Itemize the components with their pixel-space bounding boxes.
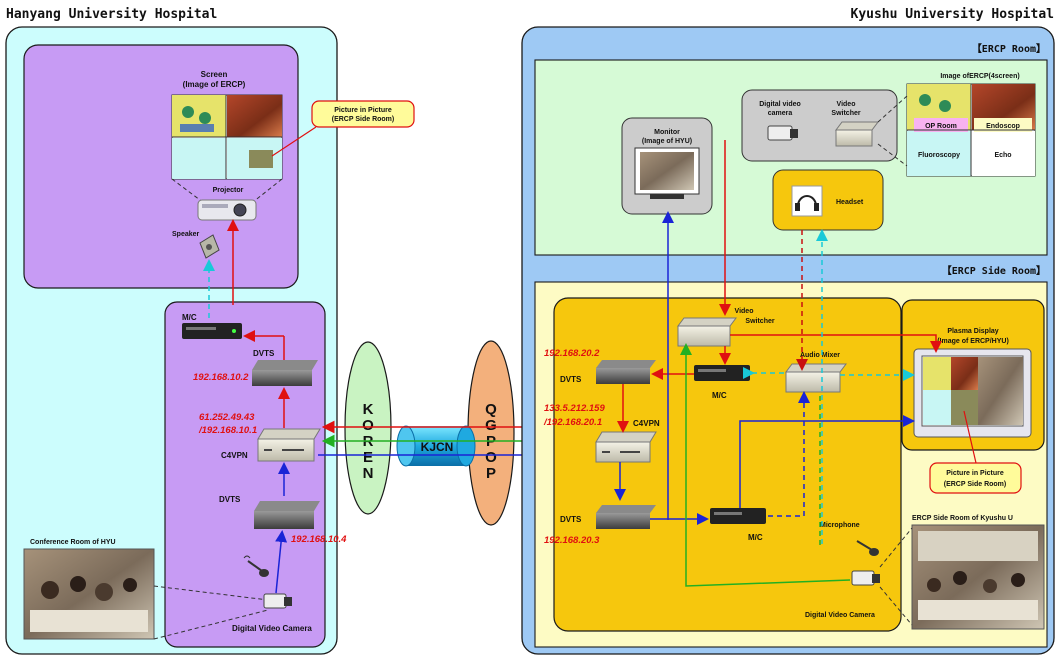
screen-sublabel: (Image of ERCP)	[183, 80, 246, 89]
plasma-label: Plasma Display	[947, 328, 998, 335]
hyu-title: Hanyang University Hospital	[6, 7, 217, 22]
kyushu-c4vpn-ip-2: /192.168.20.1	[543, 417, 602, 428]
endoscope-label: Endoscop	[986, 123, 1020, 130]
speaker-icon	[199, 234, 220, 259]
side-switcher-sublabel: Switcher	[745, 318, 774, 325]
hyu-c4vpn-ip-2: /192.168.10.1	[198, 425, 257, 436]
kyushu-pip-sublabel: (ERCP Side Room)	[944, 481, 1007, 488]
hyu-camera-label: Digital Video Camera	[232, 624, 312, 633]
svg-text:G: G	[485, 417, 497, 434]
kyushu-camera-label: Digital Video Camera	[805, 612, 875, 619]
side-room-photo	[911, 524, 1045, 630]
kyushu-c4vpn-label: C4VPN	[633, 419, 660, 428]
svg-text:K: K	[363, 401, 374, 418]
kyushu-dvts-bottom-label: DVTS	[560, 515, 582, 524]
hyu-dvts-top-label: DVTS	[253, 349, 275, 358]
hyu-connections	[203, 219, 290, 594]
hyu-c4vpn-device	[257, 428, 321, 462]
hyu-pip-sublabel: (ERCP Side Room)	[332, 116, 395, 123]
kyushu-dvts-top-device	[596, 360, 656, 384]
monitor-icon	[634, 147, 700, 199]
hyu-mc-label: M/C	[182, 313, 197, 322]
kyushu-microphone-icon	[856, 540, 879, 556]
hyu-mc-device	[182, 323, 242, 339]
hyu-screen-image	[171, 94, 283, 180]
kyushu-camera-icon	[851, 570, 880, 586]
dv-camera-label: Digital video	[759, 101, 801, 108]
hyu-dvts-bottom-ip: 192.168.10.4	[291, 534, 347, 545]
fluoroscopy-label: Fluoroscopy	[918, 152, 960, 159]
plasma-sublabel: (Image of ERCP/HYU)	[937, 338, 1009, 345]
svg-text:N: N	[363, 465, 374, 482]
hyu-c4vpn-label: C4VPN	[221, 451, 248, 460]
kyushu-pip-callout	[929, 462, 1022, 494]
kyushu-dvts-bottom-device	[596, 505, 656, 529]
kyushu-c4vpn-ip-1: 133.5.212.159	[544, 403, 605, 414]
svg-text:O: O	[362, 417, 374, 434]
screen-label: Screen	[201, 70, 228, 79]
kyushu-dvts-top-label: DVTS	[560, 375, 582, 384]
side-room-equipment-area	[553, 297, 902, 632]
hyu-microphone-icon	[243, 555, 269, 577]
kjcn-label: KJCN	[421, 440, 454, 454]
hyu-pip-label: Picture in Picture	[334, 107, 392, 114]
ercp-4screen-image	[906, 83, 1036, 177]
svg-text:E: E	[363, 449, 373, 466]
hyu-pip-callout	[311, 100, 415, 128]
video-switcher-sublabel: Switcher	[831, 110, 860, 117]
audio-mixer-icon	[785, 363, 847, 393]
headset-box	[772, 169, 884, 231]
ercp-side-room-title: 【ERCP Side Room】	[942, 264, 1046, 277]
monitor-sublabel: (Image of HYU)	[642, 138, 692, 145]
kyushu-connections	[614, 140, 942, 587]
side-switcher-icon	[677, 317, 737, 347]
ercp-switcher-icon	[835, 121, 879, 147]
audio-mixer-label: Audio Mixer	[800, 352, 840, 359]
side-room-photo-label: ERCP Side Room of Kyushu U	[912, 515, 1013, 522]
speaker-label: Speaker	[172, 231, 200, 238]
kyushu-dvts-bottom-ip: 192.168.20.3	[544, 535, 600, 546]
hyu-dvts-bottom-device	[254, 501, 320, 529]
hyu-dvts-top-device	[252, 360, 318, 386]
kjcn-tube	[396, 425, 476, 467]
kyushu-mc-bottom-device	[710, 508, 766, 524]
headset-label: Headset	[836, 199, 864, 206]
svg-text:O: O	[485, 449, 497, 466]
kyushu-mc-bottom-label: M/C	[748, 533, 763, 542]
projector-icon	[197, 199, 257, 221]
koren-ellipse	[344, 341, 392, 515]
hyu-c4vpn-ip-1: 61.252.49.43	[199, 412, 255, 423]
conference-room-photo	[23, 548, 155, 640]
projector-label: Projector	[213, 187, 244, 194]
monitor-label: Monitor	[654, 129, 680, 136]
image-4screen-label: Image ofERCP(4screen)	[940, 73, 1019, 80]
headset-icon	[791, 185, 823, 217]
video-switcher-label: Video	[837, 101, 856, 108]
kyushu-mc-top-device	[694, 365, 750, 381]
kyushu-c4vpn-device	[595, 431, 657, 463]
hyu-camera-icon	[263, 593, 292, 609]
hyu-dvts-top-ip: 192.168.10.2	[193, 372, 249, 383]
svg-text:Q: Q	[485, 401, 497, 418]
svg-text:P: P	[486, 465, 496, 482]
op-room-label: OP Room	[925, 123, 957, 130]
kyushu-microphone-label: Microphone	[820, 522, 860, 529]
side-switcher-label: Video	[735, 308, 754, 315]
kyushu-title: Kyushu University Hospital	[851, 7, 1055, 22]
hyu-equipment-rack	[164, 301, 326, 648]
echo-label: Echo	[994, 152, 1011, 159]
kyushu-mc-top-label: M/C	[712, 391, 727, 400]
ercp-camera-icon	[767, 125, 798, 141]
dv-camera-sublabel: camera	[768, 110, 793, 117]
plasma-display-icon	[913, 348, 1032, 438]
kyushu-pip-label: Picture in Picture	[946, 470, 1004, 477]
hyu-dvts-bottom-label: DVTS	[219, 495, 241, 504]
conference-room-label: Conference Room of HYU	[30, 539, 116, 546]
kyushu-dvts-top-ip: 192.168.20.2	[544, 348, 600, 359]
ercp-room-title: 【ERCP Room】	[972, 42, 1046, 55]
